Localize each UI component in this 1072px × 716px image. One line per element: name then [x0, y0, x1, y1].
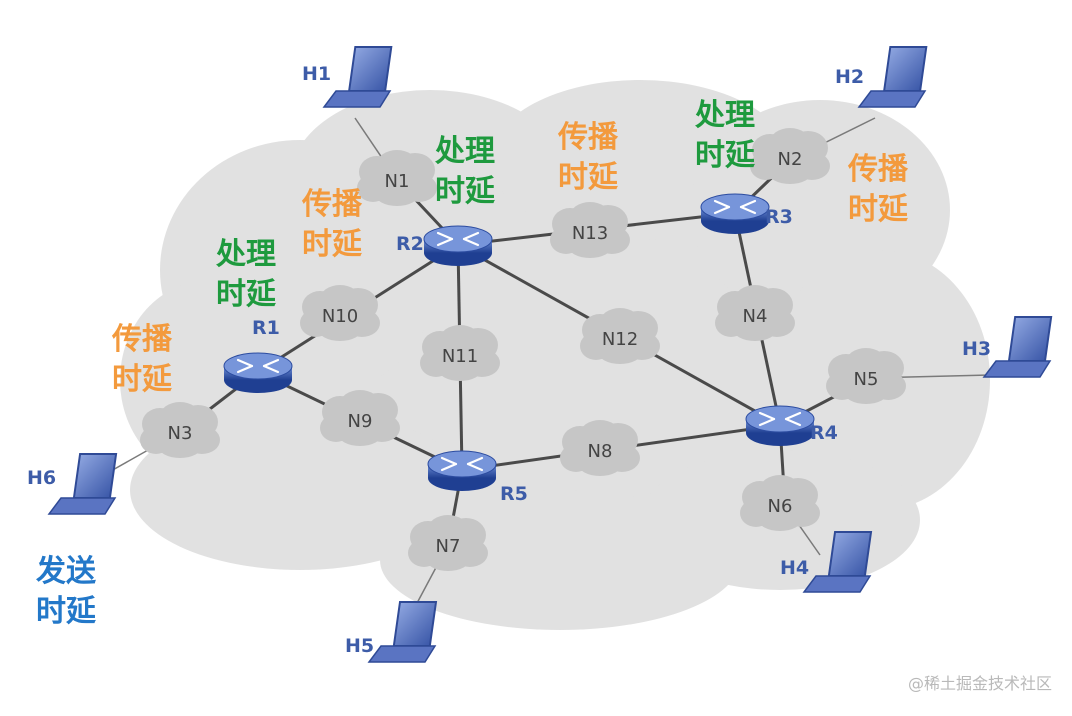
host-h5-laptop-icon: H5 [345, 601, 438, 663]
node-cloud-n9: N9 [320, 390, 400, 446]
processing-delay-label-r2: 处理 时延 [435, 132, 495, 212]
label-line: 处理 [216, 237, 276, 272]
node-label: N12 [602, 329, 638, 350]
processing-delay-label-r3: 处理 时延 [695, 96, 755, 176]
router-label: R4 [810, 422, 838, 444]
router-label: R5 [500, 483, 528, 505]
node-label: N9 [348, 411, 373, 432]
label-line: 时延 [435, 174, 495, 209]
host-label: H3 [962, 338, 991, 360]
node-cloud-n13: N13 [550, 202, 630, 258]
label-line: 时延 [558, 160, 618, 195]
node-cloud-n6: N6 [740, 475, 820, 531]
node-cloud-n12: N12 [580, 308, 660, 364]
label-line: 传播 [302, 187, 362, 222]
node-label: N13 [572, 223, 608, 244]
label-line: 时延 [112, 362, 172, 397]
host-label: H6 [27, 467, 56, 489]
label-line: 时延 [848, 192, 908, 227]
node-cloud-n5: N5 [826, 348, 906, 404]
processing-delay-label-r1: 处理 时延 [216, 235, 276, 315]
label-line: 时延 [302, 227, 362, 262]
node-cloud-n7: N7 [408, 515, 488, 571]
node-label: N3 [168, 423, 193, 444]
host-h2-laptop-icon: H2 [835, 46, 928, 108]
host-h4-laptop-icon: H4 [780, 531, 873, 593]
router-arrows-icon [236, 358, 280, 374]
node-label: N5 [854, 369, 879, 390]
node-label: N7 [436, 536, 461, 557]
node-label: N11 [442, 346, 478, 367]
node-label: N8 [588, 441, 613, 462]
node-cloud-n1: N1 [357, 150, 437, 206]
node-cloud-n4: N4 [715, 285, 795, 341]
router-r5: R5 [427, 450, 528, 505]
propagation-delay-label-r3: 传播 时延 [848, 150, 908, 230]
watermark: @稀土掘金技术社区 [907, 674, 1052, 693]
label-line: 发送 [36, 554, 96, 589]
router-r3: R3 [700, 193, 793, 234]
label-line: 处理 [695, 98, 755, 133]
router-label: R1 [252, 317, 280, 339]
router-r1: R1 [223, 317, 293, 393]
node-label: N4 [743, 306, 768, 327]
label-line: 传播 [558, 120, 618, 155]
label-line: 时延 [36, 594, 96, 629]
router-arrows-icon [436, 231, 480, 247]
node-cloud-n10: N10 [300, 285, 380, 341]
host-label: H5 [345, 635, 374, 657]
router-arrows-icon [713, 199, 757, 215]
node-label: N2 [778, 149, 803, 170]
label-line: 时延 [216, 277, 276, 312]
propagation-delay-label-n13: 传播 时延 [558, 118, 618, 198]
router-arrows-icon [440, 456, 484, 472]
router-arrows-icon [758, 411, 802, 427]
node-label: N6 [768, 496, 793, 517]
label-line: 传播 [848, 152, 908, 187]
router-r4: R4 [745, 405, 838, 446]
label-line: 处理 [435, 134, 495, 169]
host-label: H1 [302, 63, 331, 85]
propagation-delay-label-r1: 传播 时延 [112, 320, 172, 400]
transmission-delay-label-h6: 发送 时延 [36, 552, 96, 632]
host-label: H2 [835, 66, 864, 88]
node-label: N10 [322, 306, 358, 327]
router-r2: R2 [396, 225, 493, 266]
node-cloud-n3: N3 [140, 402, 220, 458]
host-h3-laptop-icon: H3 [962, 316, 1053, 378]
label-line: 传播 [112, 322, 172, 357]
host-h1-laptop-icon: H1 [302, 46, 393, 108]
router-label: R2 [396, 233, 424, 255]
label-line: 时延 [695, 138, 755, 173]
host-h6-laptop-icon: H6 [27, 453, 118, 515]
host-label: H4 [780, 557, 809, 579]
node-cloud-n11: N11 [420, 325, 500, 381]
propagation-delay-label-r2: 传播 时延 [302, 185, 362, 265]
node-cloud-n2: N2 [750, 128, 830, 184]
router-label: R3 [765, 206, 793, 228]
node-label: N1 [385, 171, 410, 192]
node-cloud-n8: N8 [560, 420, 640, 476]
